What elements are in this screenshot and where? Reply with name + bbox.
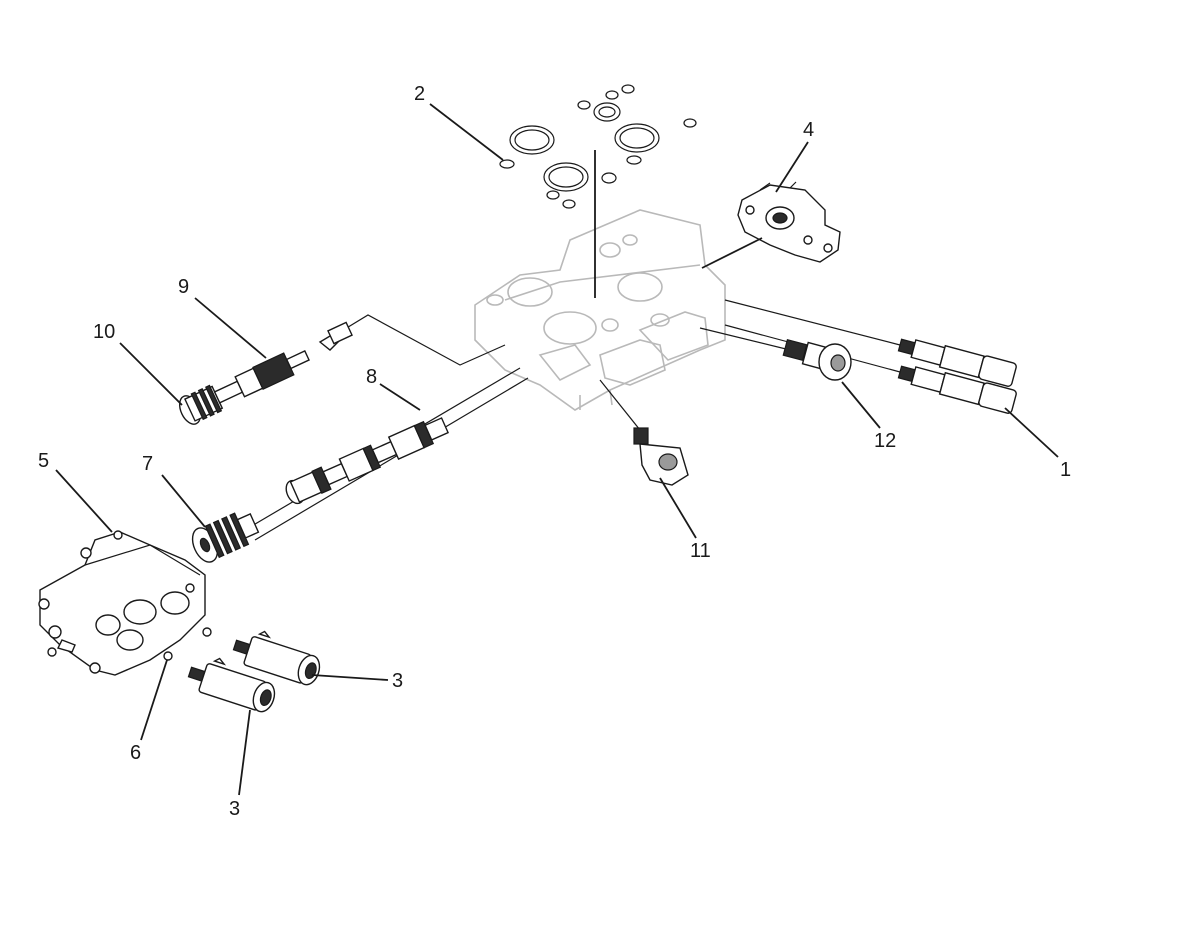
plug-fitting	[699, 327, 852, 381]
callout-8: 8	[366, 366, 377, 388]
callout-12: 12	[874, 430, 896, 452]
callout-10: 10	[93, 321, 115, 343]
cover-to-body-leader	[701, 237, 763, 269]
callout-6: 6	[130, 742, 141, 764]
relief-valve-assembly	[178, 314, 506, 425]
end-housing	[38, 530, 206, 676]
callout-9: 9	[178, 276, 189, 298]
callout-4: 4	[803, 119, 814, 141]
main-spool-assembly	[191, 367, 529, 563]
orings-group	[499, 84, 697, 209]
valve-body	[474, 209, 726, 411]
callout-3-lower: 3	[229, 798, 240, 820]
small-plugs	[163, 627, 212, 661]
callout-2: 2	[414, 83, 425, 105]
callout-7: 7	[142, 453, 153, 475]
callout-1: 1	[1060, 459, 1071, 481]
solenoid-actuators	[187, 630, 321, 713]
callout-5: 5	[38, 450, 49, 472]
leader-lines	[55, 103, 1059, 796]
cover-bracket	[737, 181, 841, 263]
lower-fitting	[599, 379, 689, 486]
callout-3-upper: 3	[392, 670, 403, 692]
right-solenoid-valves	[724, 299, 1017, 414]
callout-11: 11	[690, 540, 711, 562]
